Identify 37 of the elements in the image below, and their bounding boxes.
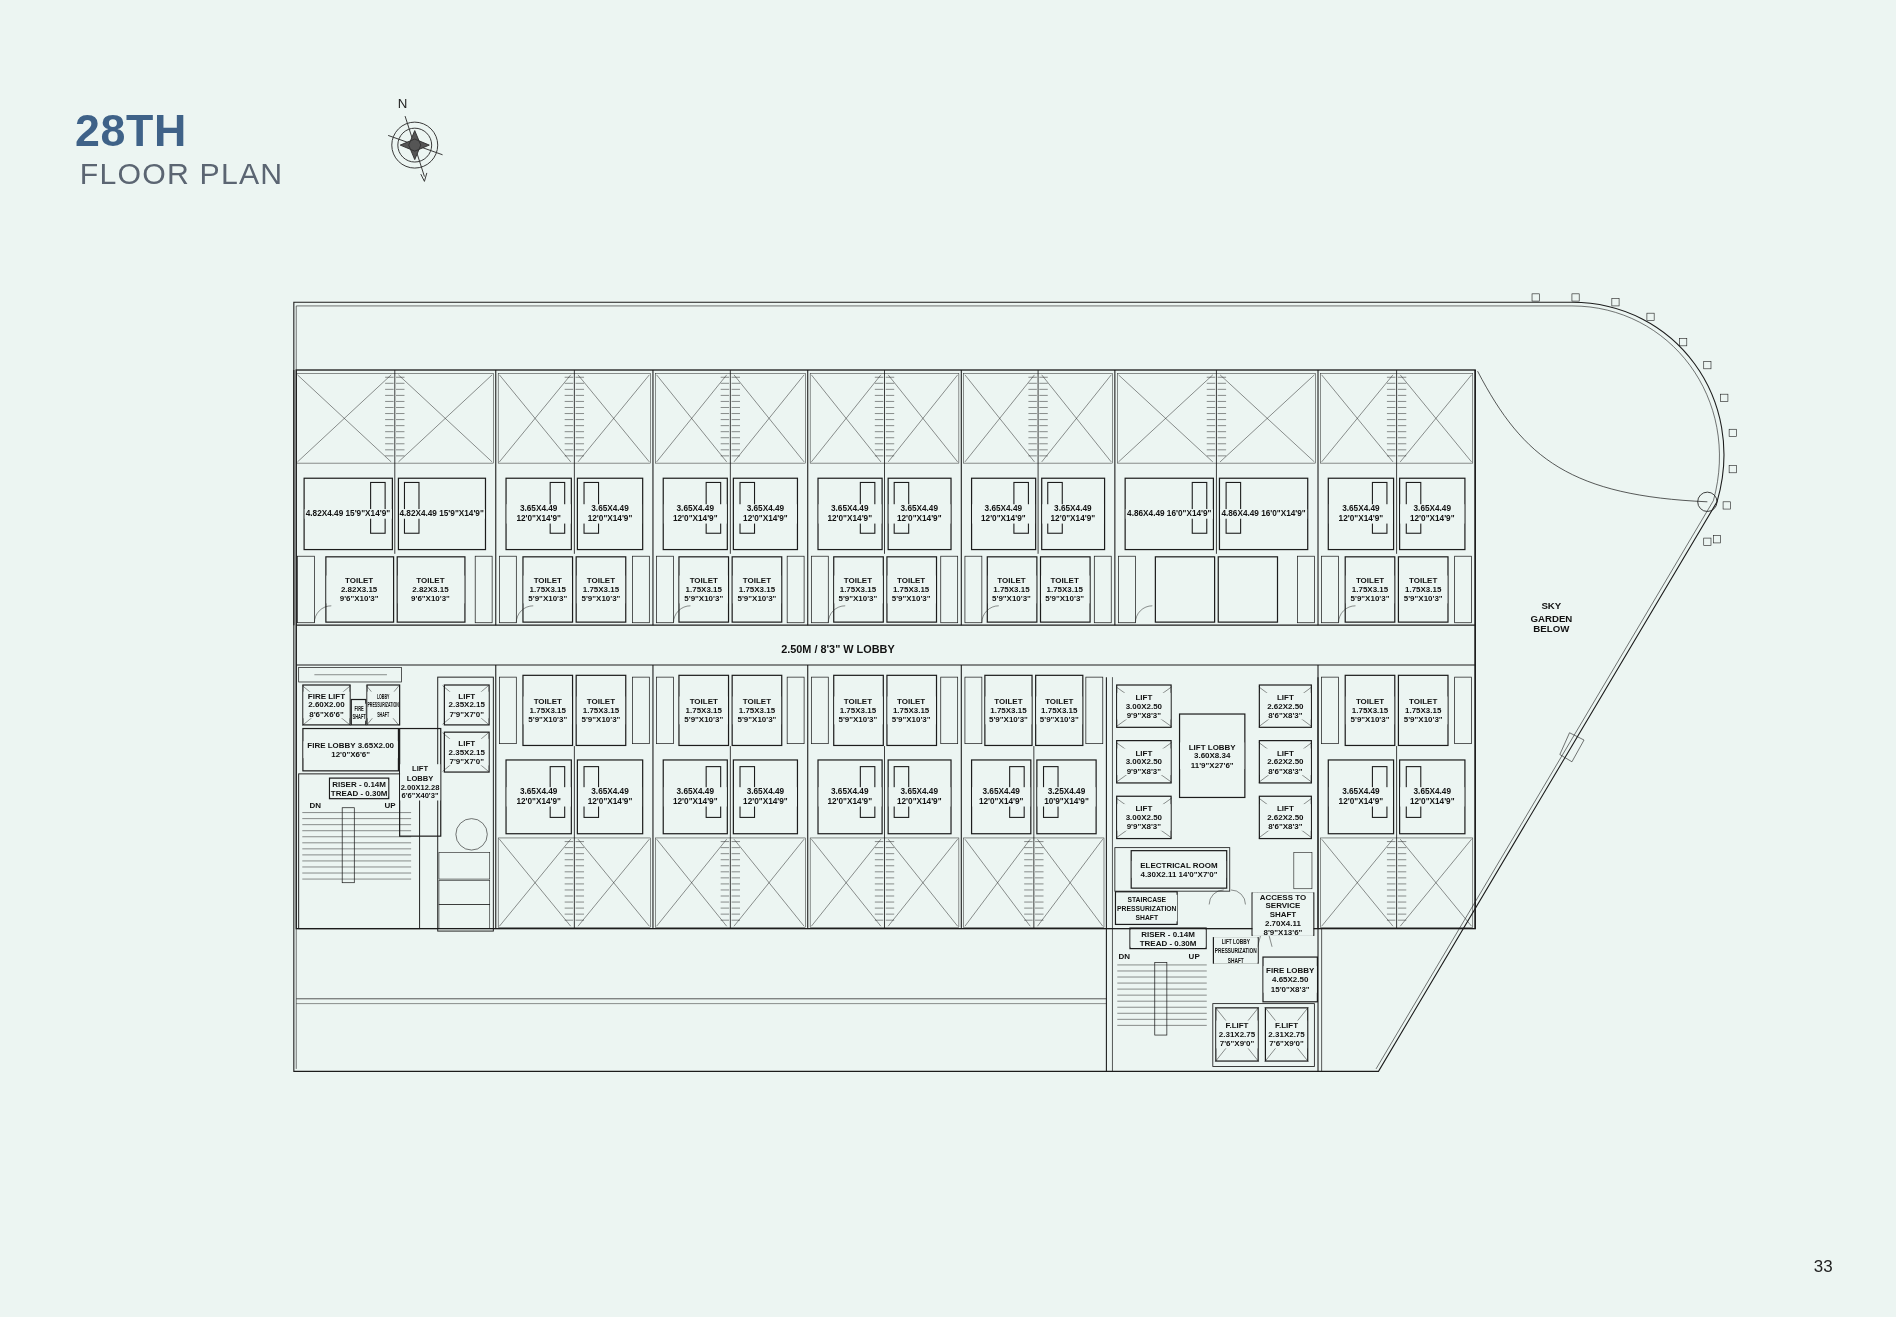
fire-lobby bbox=[1262, 956, 1318, 1003]
bedroom bbox=[732, 477, 799, 551]
toilet-room bbox=[1397, 674, 1449, 747]
title: 28TH bbox=[74, 106, 187, 158]
bedroom bbox=[1124, 477, 1214, 551]
toilet-room bbox=[885, 556, 937, 623]
toilet-room bbox=[885, 674, 937, 747]
compass-label: N bbox=[397, 95, 408, 111]
area-label: SKY GARDEN BELOW bbox=[1529, 600, 1574, 636]
lift-lobby bbox=[1178, 713, 1246, 799]
bedroom bbox=[1327, 477, 1395, 551]
room-label: 4.82X4.49 15'9"X14'9" bbox=[398, 509, 485, 519]
lift-shaft bbox=[1264, 1007, 1309, 1062]
subtitle: FLOOR PLAN bbox=[79, 156, 284, 192]
toilet-room bbox=[678, 556, 730, 623]
toilet-room bbox=[324, 556, 394, 623]
fire-lobby bbox=[302, 727, 400, 772]
room-label: 4.86X4.49 16'0"X14'9" bbox=[1125, 509, 1213, 519]
toilet-room bbox=[1039, 556, 1091, 623]
room-label: 4.82X4.49 15'9"X14'9" bbox=[304, 509, 392, 519]
bedroom bbox=[576, 477, 644, 551]
bedroom bbox=[397, 477, 487, 551]
room-label: 3.25X4.49 10'9"X14'9" bbox=[1037, 787, 1096, 807]
bedroom bbox=[732, 759, 799, 835]
page-number: 33 bbox=[1813, 1256, 1833, 1276]
bedroom bbox=[970, 477, 1036, 551]
toilet-room bbox=[1397, 556, 1449, 623]
bedroom bbox=[1327, 759, 1395, 835]
toilet-room bbox=[678, 674, 730, 747]
toilet-room bbox=[522, 674, 574, 747]
room-label: 3.65X4.49 12'0"X14'9" bbox=[1041, 504, 1104, 524]
lobby-label: 2.50M / 8'3" W LOBBY bbox=[781, 643, 895, 656]
toilet-room bbox=[522, 556, 574, 623]
bedroom bbox=[970, 759, 1032, 835]
room-label: 4.86X4.49 16'0"X14'9" bbox=[1220, 509, 1308, 519]
bedroom bbox=[1218, 477, 1309, 551]
bedroom bbox=[1040, 477, 1106, 551]
